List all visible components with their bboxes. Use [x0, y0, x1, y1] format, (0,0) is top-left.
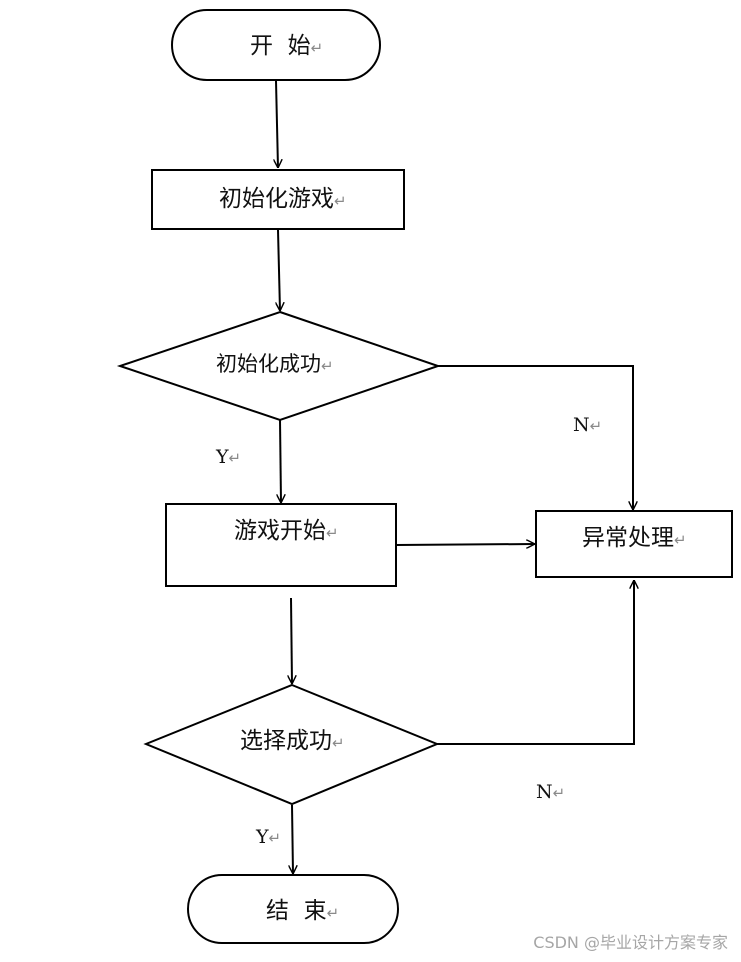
return-mark: ↵: [590, 417, 603, 435]
select-no-label: N↵: [536, 781, 565, 803]
init-success-label: 初始化成功↵: [216, 352, 334, 376]
edge-game-to-exception: [395, 544, 535, 545]
edge-game-to-select: [291, 597, 292, 684]
return-mark: ↵: [327, 904, 340, 922]
end-label: 结 束↵: [266, 898, 339, 924]
exception-label: 异常处理↵: [582, 525, 687, 551]
return-mark: ↵: [332, 734, 345, 752]
edge-decision-no: [438, 365, 633, 510]
edge-decision-yes: [280, 419, 281, 503]
edge-start-to-init: [276, 80, 278, 168]
return-mark: ↵: [229, 449, 242, 467]
init-game-label: 初始化游戏↵: [219, 186, 347, 212]
edge-init-to-decision: [278, 229, 280, 311]
return-mark: ↵: [326, 524, 339, 542]
start-terminal: [171, 9, 381, 81]
init-yes-label: Y↵: [215, 446, 241, 468]
edge-select-no: [437, 580, 634, 745]
return-mark: ↵: [269, 829, 282, 847]
edge-select-yes: [292, 804, 293, 874]
select-yes-label: Y↵: [255, 826, 281, 848]
watermark: CSDN @毕业设计方案专家: [533, 933, 728, 952]
select-success-label: 选择成功↵: [240, 728, 345, 754]
game-start-box: [165, 503, 397, 587]
exception-box: [535, 510, 733, 578]
init-success-decision: [116, 310, 442, 422]
return-mark: ↵: [334, 192, 347, 210]
end-terminal: [187, 874, 399, 944]
select-success-decision: [143, 683, 440, 806]
return-mark: ↵: [311, 39, 324, 57]
game-start-label: 游戏开始↵: [234, 518, 339, 544]
init-no-label: N↵: [573, 414, 602, 436]
return-mark: ↵: [674, 531, 687, 549]
return-mark: ↵: [553, 784, 566, 802]
return-mark: ↵: [321, 357, 334, 375]
init-game-box: [151, 169, 405, 230]
start-label: 开 始↵: [250, 33, 323, 59]
